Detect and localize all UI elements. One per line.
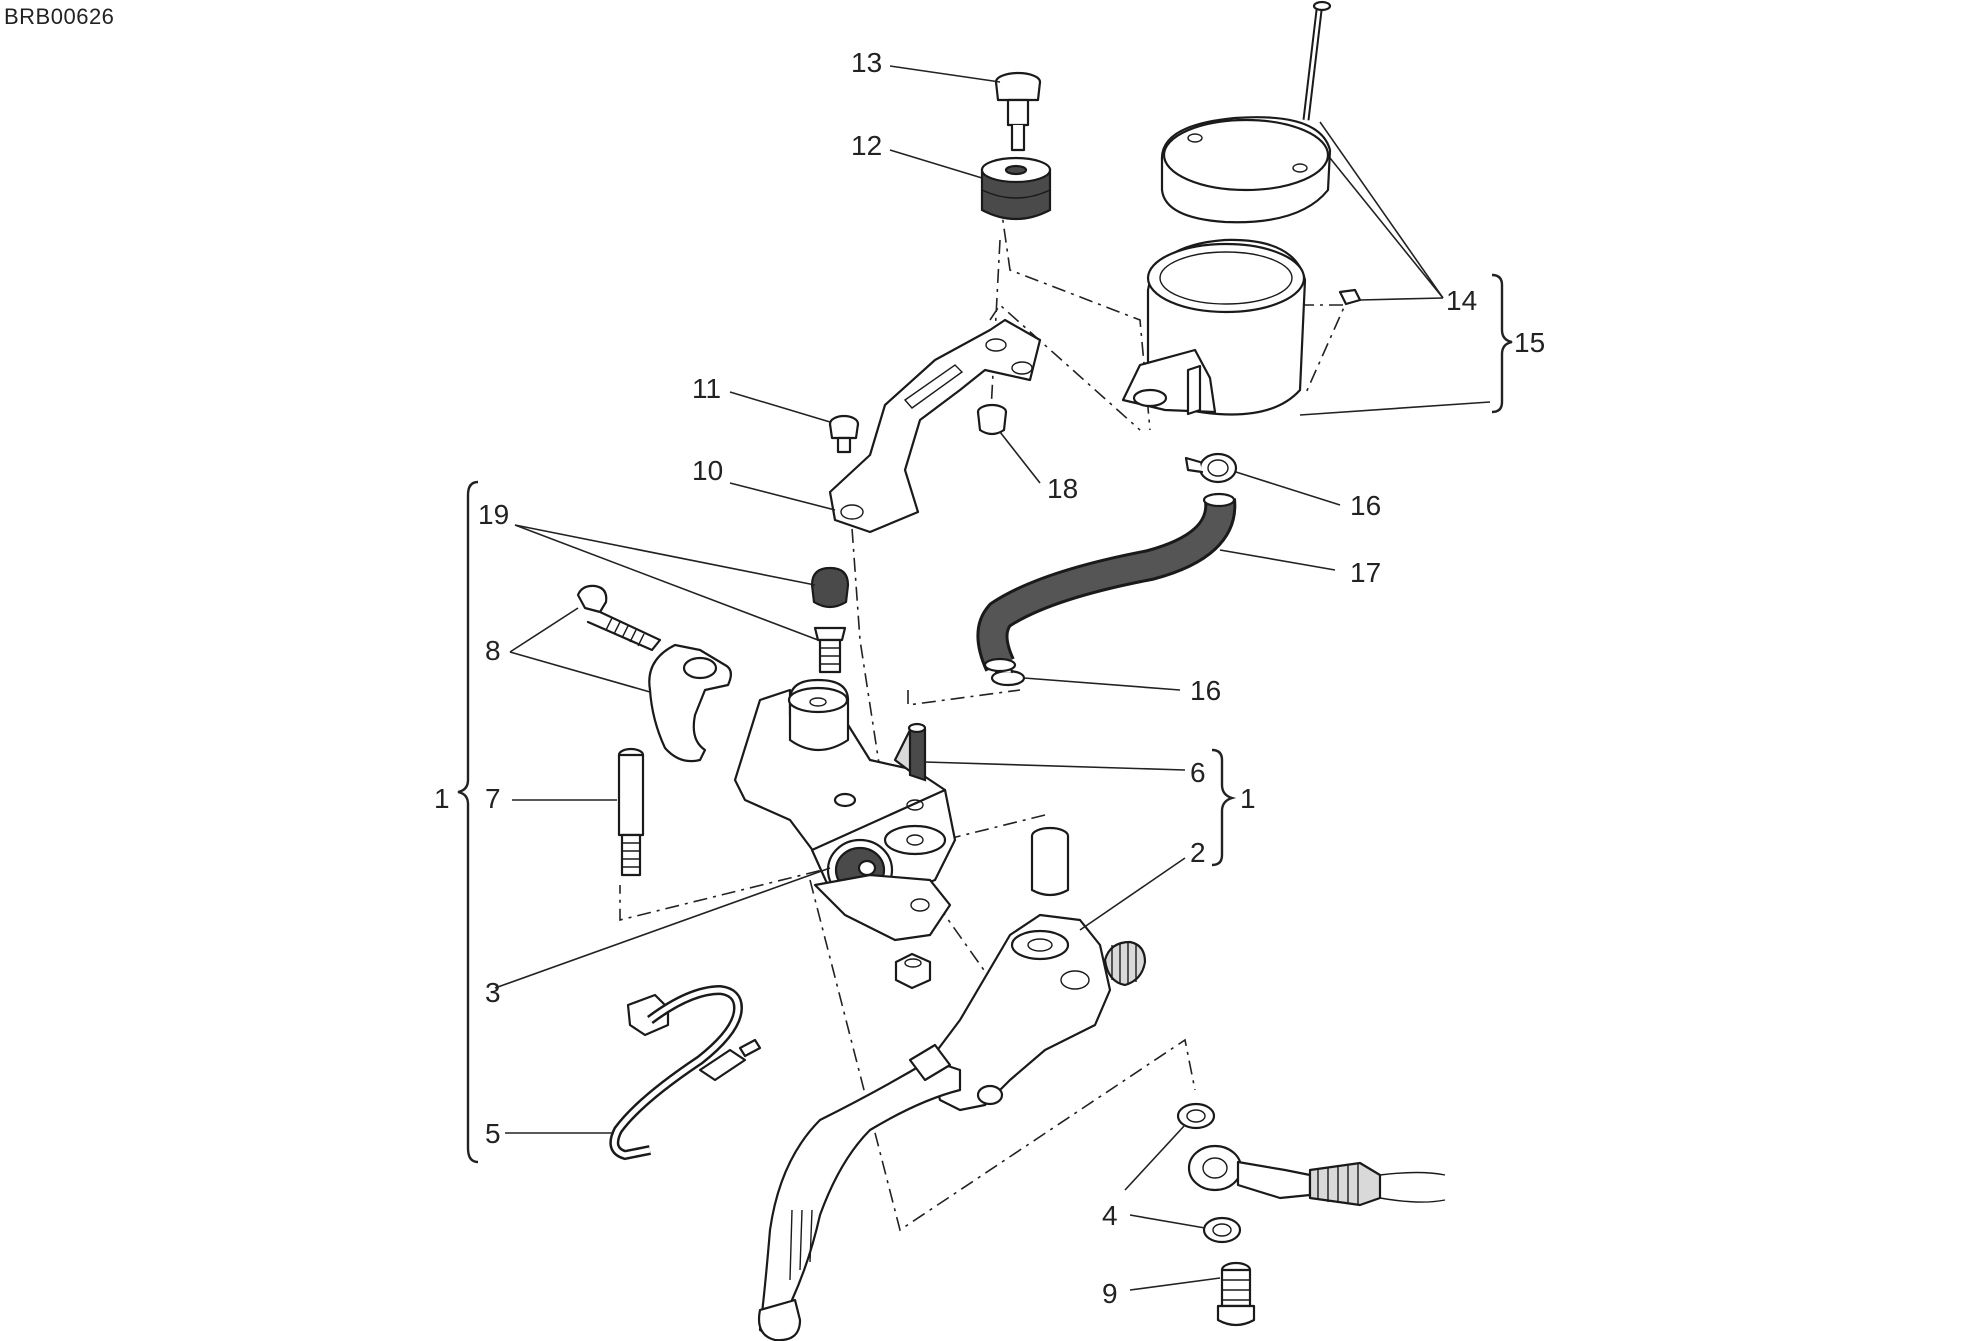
master-cylinder-body: [733, 678, 957, 907]
part-12-grommet: [980, 156, 1052, 220]
callout-7: 7: [485, 783, 501, 814]
pivot-nut: [894, 952, 932, 990]
part-4-washers: [1176, 1102, 1242, 1244]
callout-3: 3: [485, 977, 501, 1008]
pivot-tab: [813, 873, 952, 942]
callout-14: 14: [1446, 285, 1477, 316]
callout-17: 17: [1350, 557, 1381, 588]
part-2-spacer: [1030, 826, 1070, 897]
brace-group-1-right: [1211, 748, 1237, 867]
drawing-code: BRB00626: [4, 4, 115, 29]
part-8-clamp: [576, 584, 732, 763]
callout-11: 11: [692, 373, 721, 404]
callout-labels: 13 12 11 10 18 19 8 7 1 3 5 14 15 16 17 …: [434, 47, 1545, 1309]
callout-15: 15: [1514, 327, 1545, 358]
callout-16-upper: 16: [1350, 490, 1381, 521]
part-7-stud: [617, 747, 645, 877]
brace-group-1-left: [457, 480, 479, 1164]
leader-lines: [494, 65, 1491, 1291]
callout-10: 10: [692, 455, 723, 486]
callout-2: 2: [1190, 837, 1206, 868]
callout-16-lower: 16: [1190, 675, 1221, 706]
part-16-clamp-upper: [1184, 452, 1238, 484]
callout-19: 19: [478, 499, 509, 530]
part-18-spacer: [976, 403, 1008, 436]
part-17-hose: [976, 492, 1237, 673]
callout-8: 8: [485, 635, 501, 666]
part-5-switch: [609, 984, 762, 1161]
callout-9: 9: [1102, 1278, 1118, 1309]
brace-group-15: [1491, 273, 1513, 414]
part-19-bleeder: [810, 566, 850, 674]
callout-13: 13: [851, 47, 882, 78]
part-9-banjo-bolt: [1216, 1261, 1256, 1327]
part-11-screw: [828, 414, 860, 454]
banjo-fitting: [1187, 1144, 1446, 1207]
callout-1-left: 1: [434, 783, 450, 814]
callout-18: 18: [1047, 473, 1078, 504]
part-6-fitting: [907, 722, 927, 782]
callout-12: 12: [851, 130, 882, 161]
part-10-bracket: [828, 318, 1042, 534]
brake-lever: [757, 913, 1147, 1341]
callout-4: 4: [1102, 1200, 1118, 1231]
callout-6: 6: [1190, 757, 1206, 788]
part-13-screw: [994, 71, 1042, 152]
callout-1-right: 1: [1240, 783, 1256, 814]
part-15-reservoir: [1121, 0, 1362, 416]
callout-5: 5: [485, 1118, 501, 1149]
